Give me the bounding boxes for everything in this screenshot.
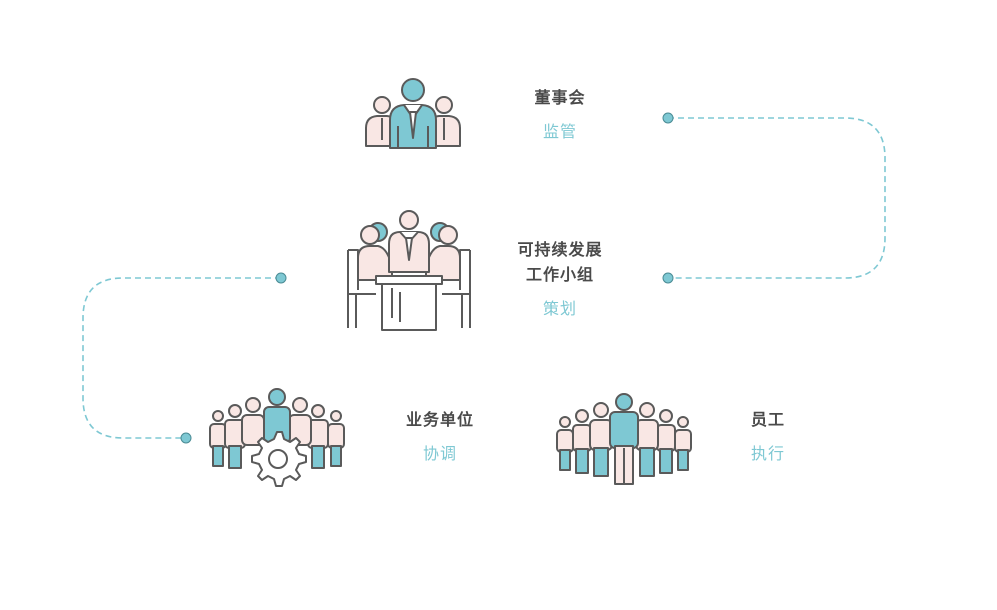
board-action-label: 监管 [542,122,577,141]
connector-working-group-to-business-units [82,277,281,439]
node-employees: 员工 执行 [718,407,818,466]
team-gear-icon [209,388,345,487]
employees-action-label: 执行 [750,444,785,463]
crowd-icon [556,393,692,485]
employees-role-label: 员工 [750,410,785,429]
working-group-action-label: 策划 [542,299,577,318]
node-working-group: 可持续发展 工作小组 策划 [495,237,625,321]
meeting-table-icon [347,210,471,331]
business-units-role-label: 业务单位 [405,410,474,429]
working-group-role-line1: 可持续发展 [517,240,603,259]
connector-dots [180,112,674,444]
board-of-directors-icon [365,78,461,149]
node-board: 董事会 监管 [510,85,610,144]
connector-board-to-working-group [668,117,886,279]
board-role-label: 董事会 [534,88,586,107]
business-units-action-label: 协调 [422,444,457,463]
node-business-units: 业务单位 协调 [390,407,490,466]
working-group-role-line2: 工作小组 [525,265,594,284]
